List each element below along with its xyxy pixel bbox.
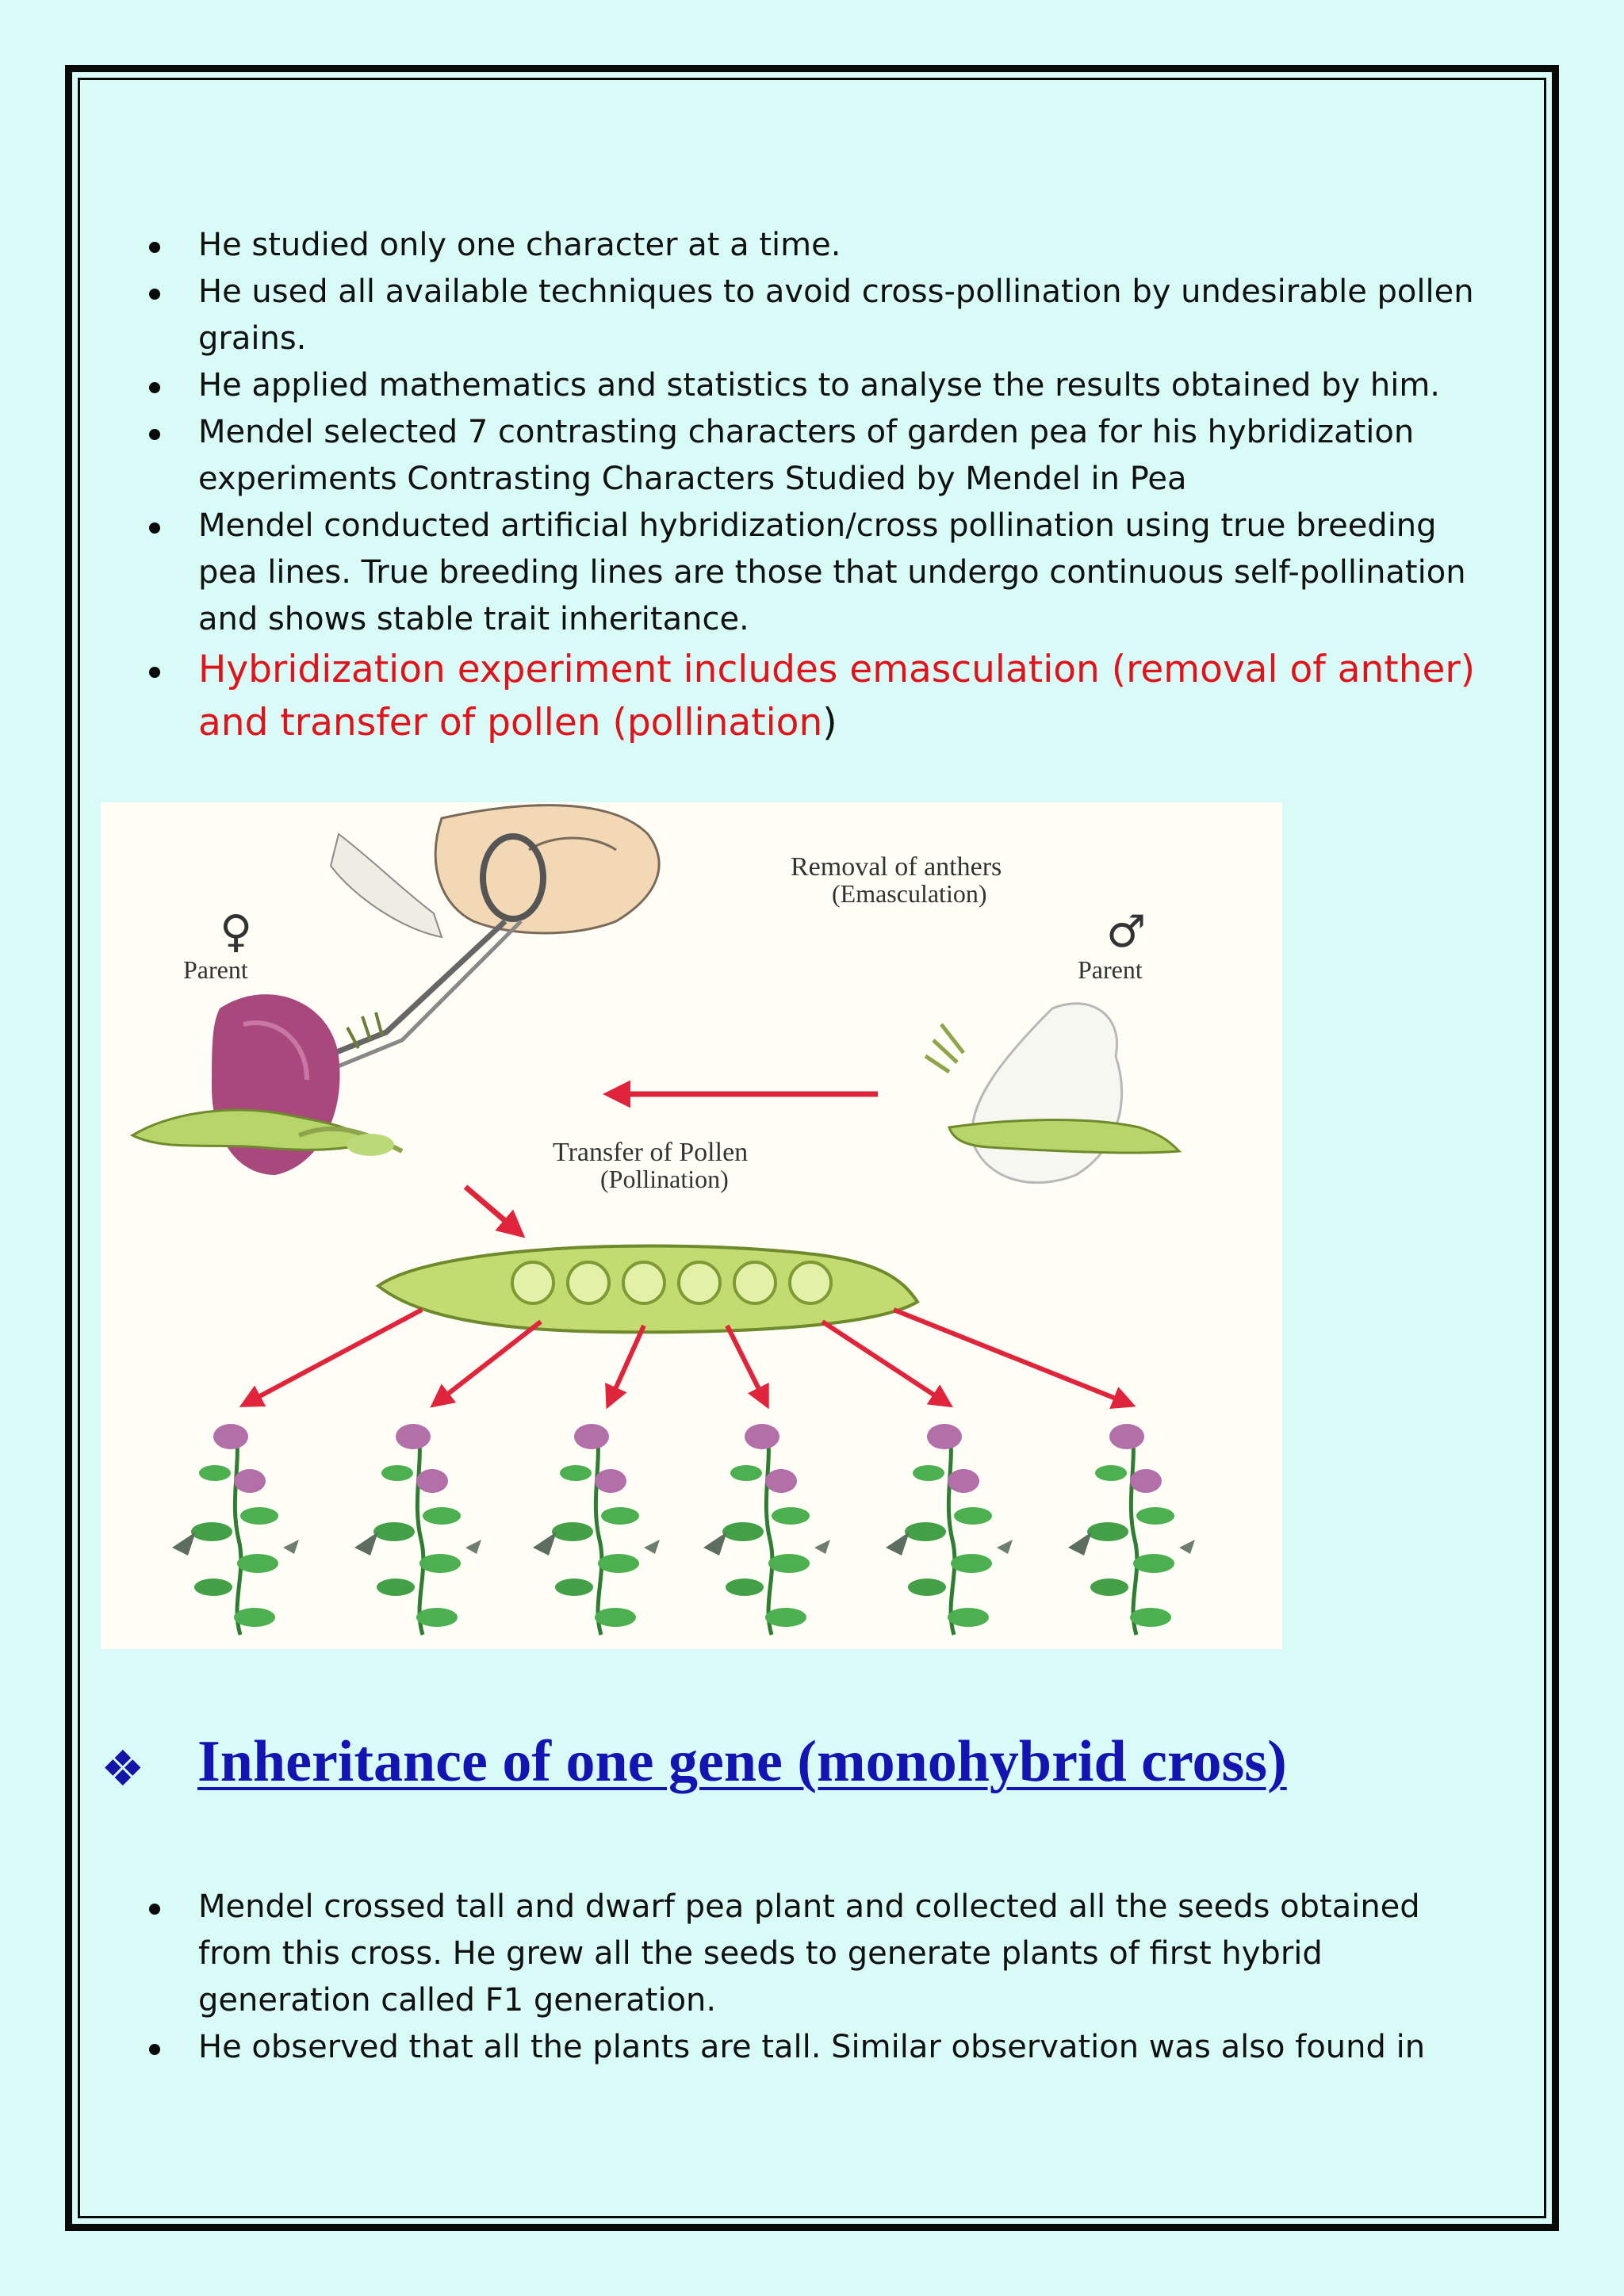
section-heading: ❖ Inheritance of one gene (monohybrid cr… (101, 1728, 1528, 1816)
bullet-dot-icon (149, 289, 160, 300)
bullet-list-bottom: Mendel crossed tall and dwarf pea plant … (0, 1884, 1483, 2071)
bullet-dot-icon (149, 242, 160, 253)
arrow-to-pod-icon (463, 1184, 526, 1238)
list-item: He observed that all the plants are tall… (0, 2024, 1483, 2071)
section-title: Inheritance of one gene (monohybrid cros… (197, 1729, 1287, 1794)
list-item: Mendel crossed tall and dwarf pea plant … (0, 1884, 1483, 2024)
list-item: Mendel conducted artificial hybridizatio… (0, 503, 1483, 643)
offspring-arrows-icon (239, 1307, 1136, 1410)
female-flower-illustration (129, 994, 404, 1175)
list-item: He used all available techniques to avoi… (0, 269, 1483, 362)
list-item: He applied mathematics and statistics to… (0, 362, 1483, 409)
removal-label: Removal of anthers (791, 852, 1002, 882)
bullet-dot-icon (149, 667, 160, 678)
hand-scissors-illustration (305, 804, 661, 1078)
male-symbol-icon: ♂ (1106, 906, 1146, 958)
page-border-inner (78, 78, 1546, 2218)
female-symbol-icon: ♀ (220, 906, 252, 958)
list-item: He studied only one character at a time. (0, 222, 1483, 269)
bullet-dot-icon (149, 522, 160, 534)
list-item: Mendel selected 7 contrasting characters… (0, 409, 1483, 503)
emasculation-label: (Emasculation) (832, 879, 986, 908)
parent-left-label: Parent (183, 955, 248, 984)
pollination-label: (Pollination) (600, 1165, 729, 1193)
page-border-outer (65, 65, 1559, 2231)
diamond-bullet-icon: ❖ (101, 1739, 145, 1797)
bullet-dot-icon (149, 1904, 160, 1915)
transfer-label: Transfer of Pollen (553, 1138, 748, 1167)
bullet-dot-icon (149, 429, 160, 440)
bullet-dot-icon (149, 2044, 160, 2055)
male-flower-illustration (924, 1002, 1182, 1184)
bullet-list-top: He studied only one character at a time.… (0, 222, 1483, 749)
offspring-plants-illustration (172, 1424, 1195, 1635)
pea-pod-illustration (375, 1244, 920, 1334)
hybridization-figure: Removal of anthers (Emasculation) ♀ Pare… (101, 802, 1282, 1649)
bullet-dot-icon (149, 382, 160, 393)
highlight-list-item: Hybridization experiment includes emascu… (0, 643, 1483, 749)
parent-right-label: Parent (1078, 955, 1143, 984)
